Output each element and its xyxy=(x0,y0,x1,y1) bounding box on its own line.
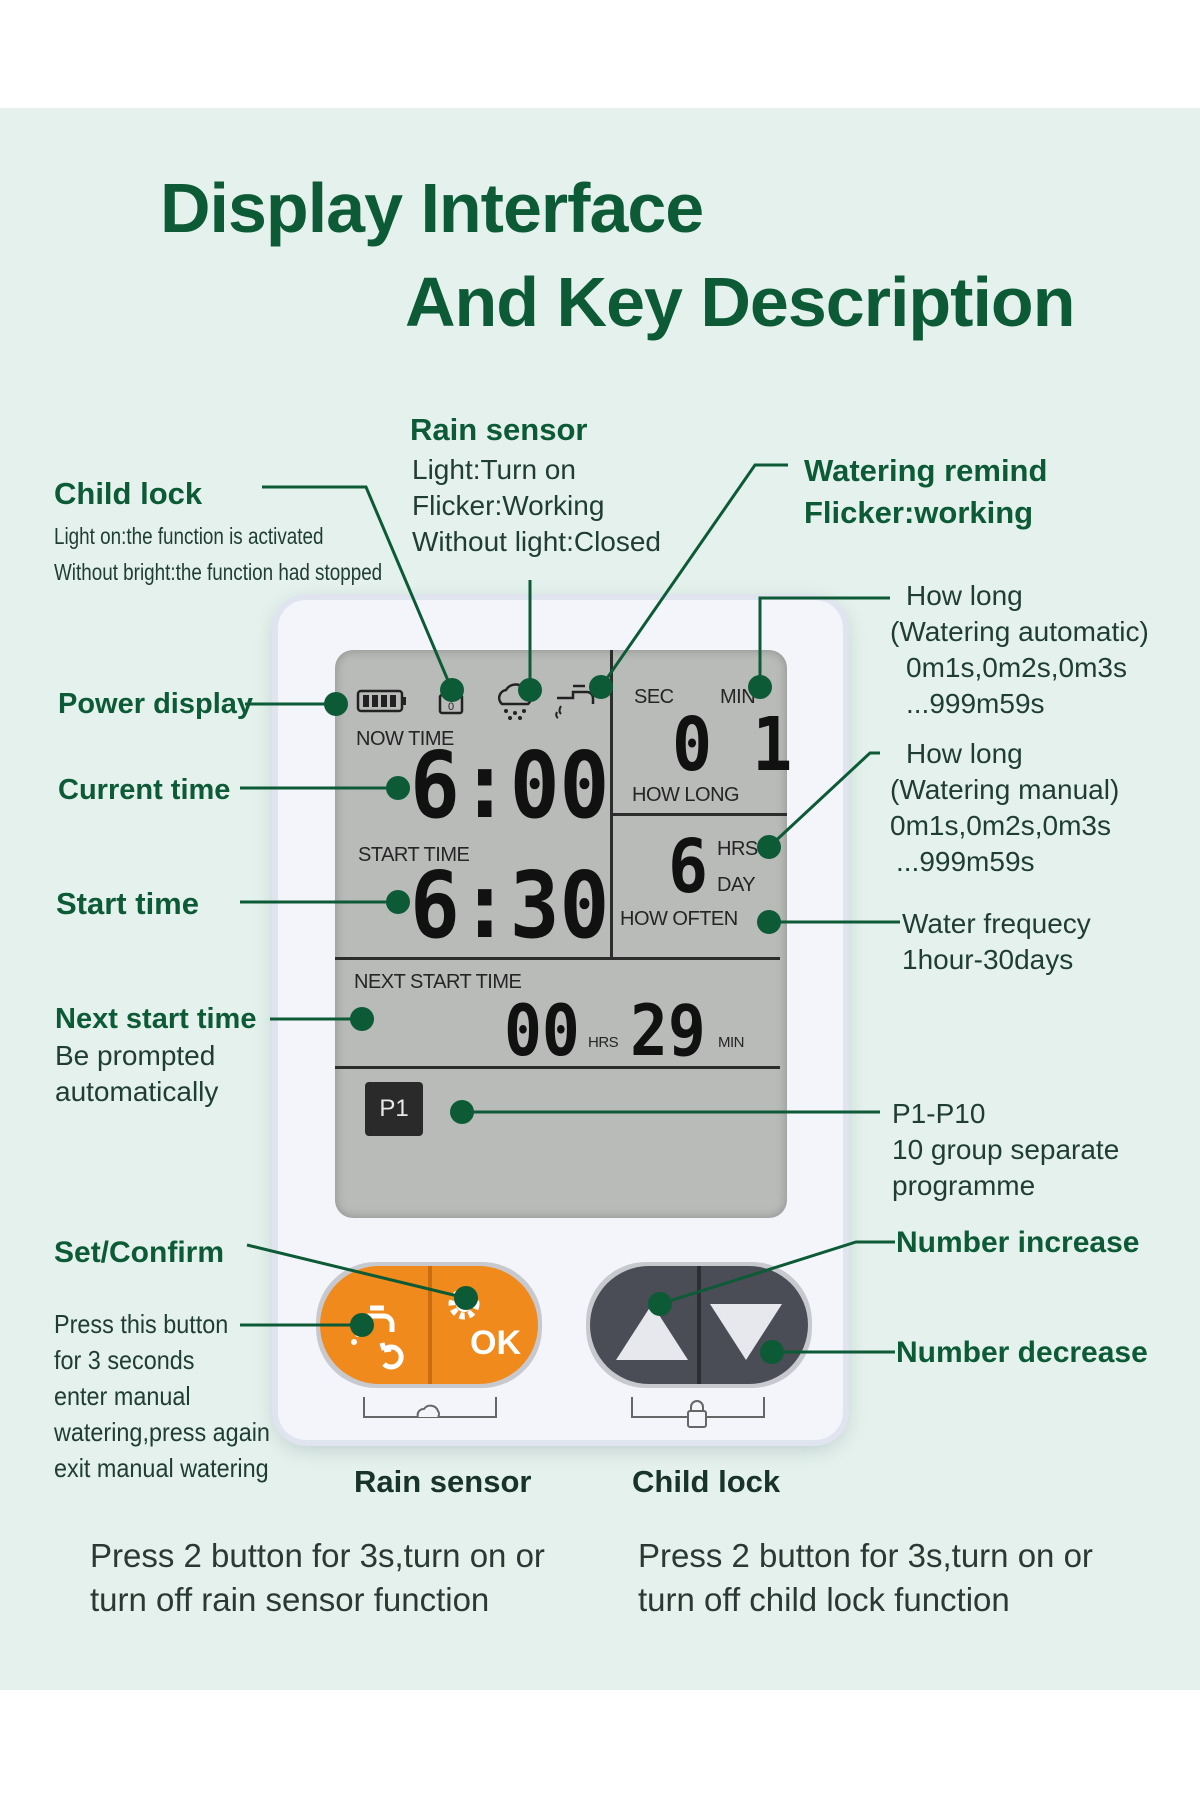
lcd-now-time: 6:00 xyxy=(410,732,610,839)
arrow-buttons-inner xyxy=(590,1266,808,1384)
rain-bracket-icon xyxy=(363,1397,497,1418)
lcd-how-long-label: HOW LONG xyxy=(632,784,740,806)
next-start-description: Be prompted automatically xyxy=(55,1040,219,1107)
rain-sensor-button-label: Rain sensor xyxy=(354,1464,532,1499)
lcd-how-long-value: 0 1 xyxy=(672,702,793,788)
program-indicator: P1 xyxy=(365,1082,423,1136)
set-confirm-description: Press this button for 3 seconds enter ma… xyxy=(54,1309,270,1483)
up-arrow-button[interactable] xyxy=(612,1300,692,1364)
svg-text:0: 0 xyxy=(448,701,454,713)
lcd-frequency-value: 6 xyxy=(668,824,709,910)
lcd-divider-main xyxy=(335,957,780,960)
lcd-min-label: MIN xyxy=(720,686,756,708)
faucet-return-icon xyxy=(351,1305,404,1370)
start-time-label: Start time xyxy=(56,886,199,921)
number-increase-label: Number increase xyxy=(896,1226,1140,1259)
next-start-heading: Next start time xyxy=(55,1003,257,1035)
ok-label: OK xyxy=(470,1324,521,1362)
rain-sensor-instructions: Press 2 button for 3s,turn on or turn of… xyxy=(90,1537,545,1618)
child-lock-description: Light on:the function is activated Witho… xyxy=(54,523,383,585)
how-long-auto-callout: How long (Watering automatic) 0m1s,0m2s,… xyxy=(890,580,1149,719)
title-line-2: And Key Description xyxy=(405,263,1075,341)
lcd-how-often-label: HOW OFTEN xyxy=(620,908,738,930)
lcd-next-start-label: NEXT START TIME xyxy=(354,971,522,993)
child-lock-instructions: Press 2 button for 3s,turn on or turn of… xyxy=(638,1537,1093,1618)
power-display-label: Power display xyxy=(58,688,254,720)
watering-tap-icon xyxy=(555,684,595,719)
lcd-divider-lower xyxy=(335,1066,780,1069)
programs-callout: P1-P10 10 group separate programme xyxy=(892,1098,1120,1201)
lcd-hrs-label: HRS xyxy=(717,838,758,860)
lcd-sec-label: SEC xyxy=(634,686,674,708)
child-lock-heading: Child lock xyxy=(54,476,203,511)
lock-bracket-icon xyxy=(631,1397,765,1428)
set-confirm-heading: Set/Confirm xyxy=(54,1236,225,1269)
lcd-divider-vertical xyxy=(610,650,613,958)
lcd-next-min-unit: MIN xyxy=(718,1034,745,1051)
child-lock-button-label: Child lock xyxy=(632,1464,781,1499)
current-time-label: Current time xyxy=(58,774,231,806)
watering-remind-callout: Watering remind Flicker:working xyxy=(804,453,1048,530)
rain-sensor-heading: Rain sensor xyxy=(410,412,588,447)
water-frequency-callout: Water frequecy 1hour-30days xyxy=(902,908,1091,975)
lcd-day-label: DAY xyxy=(717,874,756,896)
lcd-next-hrs-unit: HRS xyxy=(588,1034,619,1051)
rain-sensor-description: Light:Turn on Flicker:Working Without li… xyxy=(412,454,662,557)
battery-icon xyxy=(356,689,406,713)
lcd-start-time-label: START TIME xyxy=(358,844,470,866)
lcd-start-time: 6:30 xyxy=(410,852,610,959)
lcd-next-hours: 00 xyxy=(504,990,580,1072)
down-arrow-button[interactable] xyxy=(706,1300,786,1364)
lcd-now-time-label: NOW TIME xyxy=(356,728,454,750)
lcd-divider-right-mid xyxy=(610,813,787,816)
how-long-manual-callout: How long (Watering manual) 0m1s,0m2s,0m3… xyxy=(890,738,1120,877)
title-line-1: Display Interface xyxy=(160,169,704,247)
lcd-next-minutes: 29 xyxy=(630,990,706,1072)
number-decrease-label: Number decrease xyxy=(896,1336,1148,1369)
